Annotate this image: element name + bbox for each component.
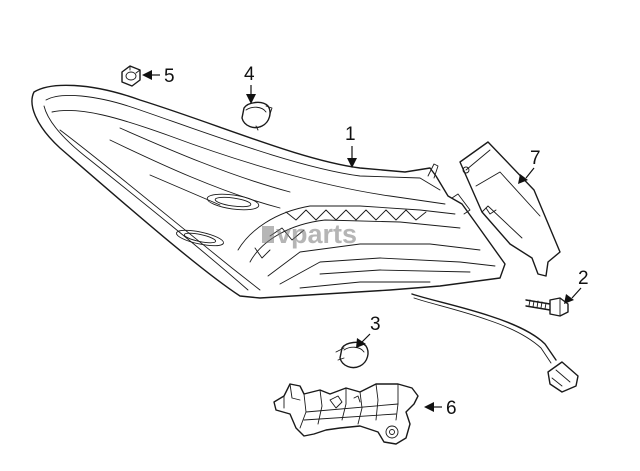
callout-label: 3 xyxy=(370,314,381,335)
callout-7[interactable]: 7 xyxy=(518,148,541,184)
callout-label: 7 xyxy=(530,148,541,169)
watermark-text: vparts xyxy=(276,219,357,249)
part-bolt[interactable] xyxy=(525,297,569,317)
callout-label: 5 xyxy=(164,66,175,87)
part-push-clip-lower[interactable] xyxy=(335,341,369,369)
part-gasket[interactable] xyxy=(459,141,561,277)
callout-6[interactable]: 6 xyxy=(424,398,457,419)
callout-3[interactable]: 3 xyxy=(356,314,381,348)
callout-1[interactable]: 1 xyxy=(345,124,357,168)
callout-label: 6 xyxy=(446,398,457,419)
callout-label: 4 xyxy=(244,64,255,85)
part-push-clip-upper[interactable] xyxy=(241,101,273,131)
callout-label: 2 xyxy=(578,268,589,289)
callout-label: 1 xyxy=(345,124,356,145)
part-tail-lamp-assembly[interactable] xyxy=(31,84,579,393)
watermark: vparts xyxy=(262,219,357,249)
watermark-logo-icon xyxy=(262,226,274,243)
part-bracket[interactable] xyxy=(273,383,419,445)
part-nut[interactable] xyxy=(121,65,141,87)
callout-5[interactable]: 5 xyxy=(142,66,175,87)
callout-2[interactable]: 2 xyxy=(564,268,589,304)
callout-4[interactable]: 4 xyxy=(244,64,256,104)
